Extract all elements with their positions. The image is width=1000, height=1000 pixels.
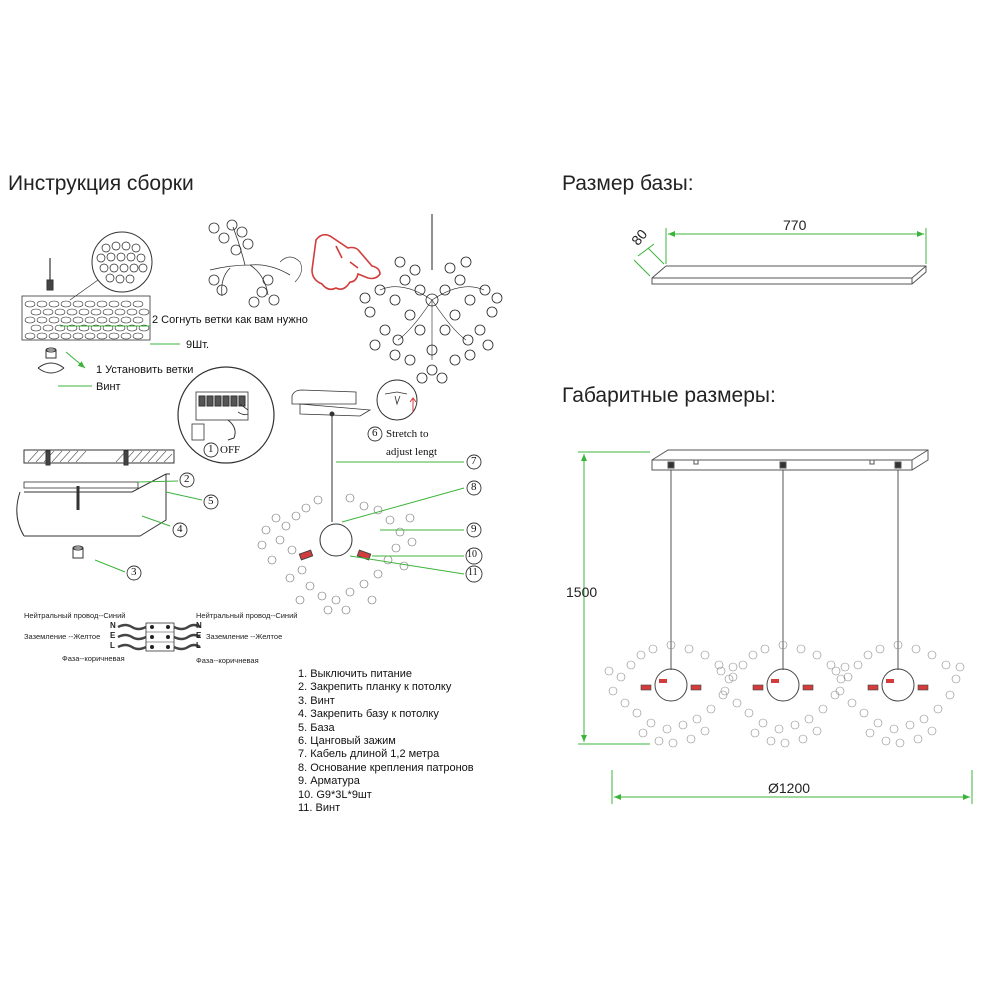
step-number-circles <box>126 426 483 583</box>
circle-number-4: 4 <box>177 523 183 535</box>
circle-number-11: 11 <box>468 567 478 578</box>
base-size-title: Размер базы: <box>562 172 694 195</box>
wiring-right-earth: Заземление --Желтое <box>206 632 283 641</box>
wiring-left-phase: Фаза--коричневая <box>62 654 125 663</box>
terminal-right-n: N <box>196 621 202 630</box>
circle-number-3: 3 <box>131 566 137 578</box>
terminal-right-e: E <box>196 631 202 640</box>
overall-dimension-lines <box>578 451 973 804</box>
circle-number-6: 6 <box>372 427 378 439</box>
terminal-left-n: N <box>110 621 116 630</box>
branch-count-label: 9Шт. <box>186 339 210 351</box>
legend-item: 8. Основание крепления патронов <box>298 761 474 774</box>
legend-item: 5. База <box>298 721 335 734</box>
wiring-left-neutral: Нейтральный провод--Синий <box>24 611 126 620</box>
overall-dimensions-title: Габаритные размеры: <box>562 384 776 407</box>
base-leader-lines <box>94 480 203 573</box>
overall-dimension-drawing <box>651 449 929 670</box>
parts-legend: 1. Выключить питание 2. Закрепить планку… <box>298 668 474 815</box>
legend-item: 1. Выключить питание <box>298 668 413 680</box>
breaker-box-illustration <box>177 366 275 464</box>
circle-number-2: 2 <box>184 473 190 485</box>
circle-number-10: 10 <box>467 549 477 560</box>
legend-item: 10. G9*3L*9шт <box>298 788 372 801</box>
diameter-label: Ø1200 <box>768 780 811 796</box>
stretch-label-line2: adjust lengt <box>386 446 438 458</box>
wiring-right-neutral: Нейтральный провод--Синий <box>196 611 298 620</box>
step-install-label: 1 Установить ветки <box>96 364 194 376</box>
legend-item: 7. Кабель длиной 1,2 метра <box>298 748 440 761</box>
wiring-left-earth: Заземление --Желтое <box>24 632 101 641</box>
wiring-right-phase: Фаза--коричневая <box>196 656 259 665</box>
terminal-right-l: L <box>196 641 201 650</box>
screw-label: Винт <box>96 381 121 393</box>
legend-item: 3. Винт <box>298 694 335 707</box>
legend-item: 6. Цанговый зажим <box>298 735 396 748</box>
pendant-assembly-illustration <box>257 379 418 615</box>
overall-chandelier-heads <box>604 640 965 748</box>
legend-item: 11. Винт <box>298 802 341 815</box>
circle-number-5: 5 <box>208 495 214 507</box>
circle-number-9: 9 <box>471 523 477 535</box>
chandelier-cluster-illustration <box>359 214 503 384</box>
base-size-drawing <box>651 265 927 285</box>
height-label: 1500 <box>566 584 598 600</box>
stretch-label-line1: Stretch to <box>386 428 429 440</box>
legend-item: 9. Арматура <box>298 775 360 788</box>
step-bend-label: 2 Согнуть ветки как вам нужно <box>152 314 308 326</box>
wiring-diagram <box>117 622 201 652</box>
terminal-left-e: E <box>110 631 116 640</box>
circle-number-8: 8 <box>471 481 477 493</box>
hand-pointer-icon <box>311 233 381 291</box>
base-mounting-illustration <box>16 449 175 559</box>
legend-item: 4. Закрепить базу к потолку <box>298 708 439 721</box>
circle-number-1: 1 <box>208 443 214 455</box>
branch-bending-illustration <box>208 219 302 308</box>
terminal-left-l: L <box>110 641 115 650</box>
off-label: OFF <box>220 444 241 456</box>
assembly-title: Инструкция сборки <box>8 172 194 195</box>
step-leader-lines <box>58 325 180 387</box>
base-length-label: 770 <box>783 217 807 233</box>
bead-panel-illustration <box>21 231 153 374</box>
circle-number-7: 7 <box>471 455 477 467</box>
legend-item: 2. Закрепить планку к потолку <box>298 681 452 694</box>
base-dimension-lines <box>633 228 927 277</box>
pendant-leader-lines <box>336 461 465 575</box>
